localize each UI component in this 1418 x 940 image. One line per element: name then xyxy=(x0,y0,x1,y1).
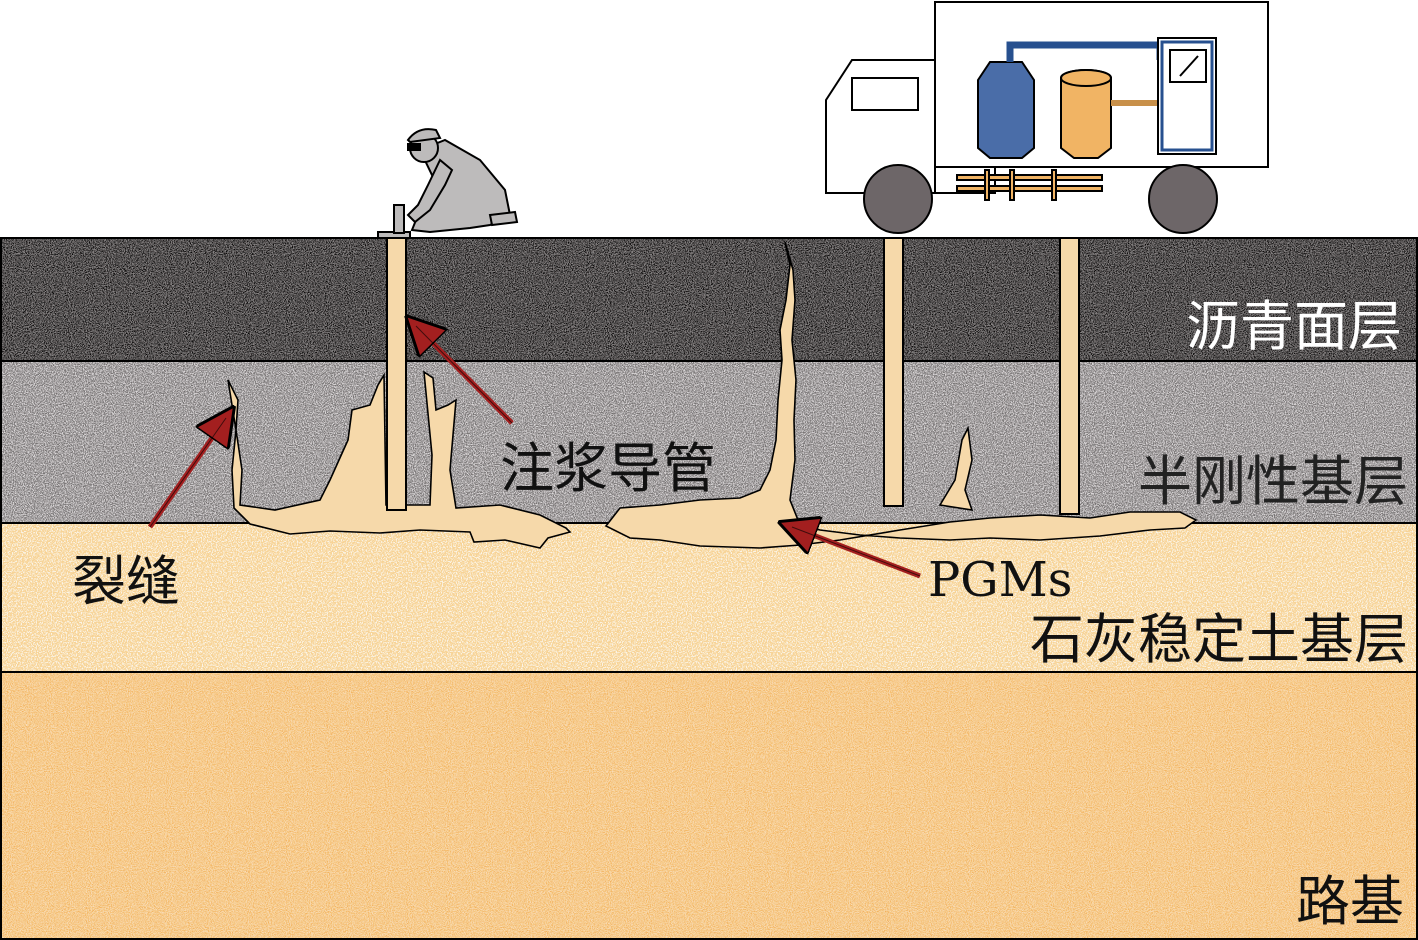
asphalt-layer xyxy=(0,238,1418,361)
grouting-pipe-label: 注浆导管 xyxy=(500,437,716,500)
asphalt-layer-label: 沥青面层 xyxy=(1186,295,1402,358)
blue-tank xyxy=(977,61,1035,159)
pgms-grout-center xyxy=(604,241,1198,549)
lime-soil-base-label: 石灰稳定土基层 xyxy=(1030,608,1408,671)
pgms-label: PGMs xyxy=(928,552,1072,608)
lime-soil-base-layer xyxy=(0,523,1418,672)
subgrade-label: 路基 xyxy=(1296,870,1404,933)
truck-window xyxy=(851,77,919,111)
front-wheel xyxy=(863,164,933,234)
stored-pipes-icon xyxy=(956,169,1103,201)
grouting-truck xyxy=(825,1,1269,234)
crack-label: 裂缝 xyxy=(72,550,180,613)
rear-wheel xyxy=(1148,164,1218,234)
semi-rigid-base-label: 半刚性基层 xyxy=(1138,450,1408,513)
orange-tank xyxy=(1060,77,1112,159)
worker-figure xyxy=(377,128,519,239)
subgrade-layer xyxy=(0,672,1418,940)
pgms-grout-left xyxy=(227,370,572,549)
labels: 沥青面层 半刚性基层 石灰稳定土基层 路基 注浆导管 裂缝 PGMs xyxy=(72,295,1408,933)
